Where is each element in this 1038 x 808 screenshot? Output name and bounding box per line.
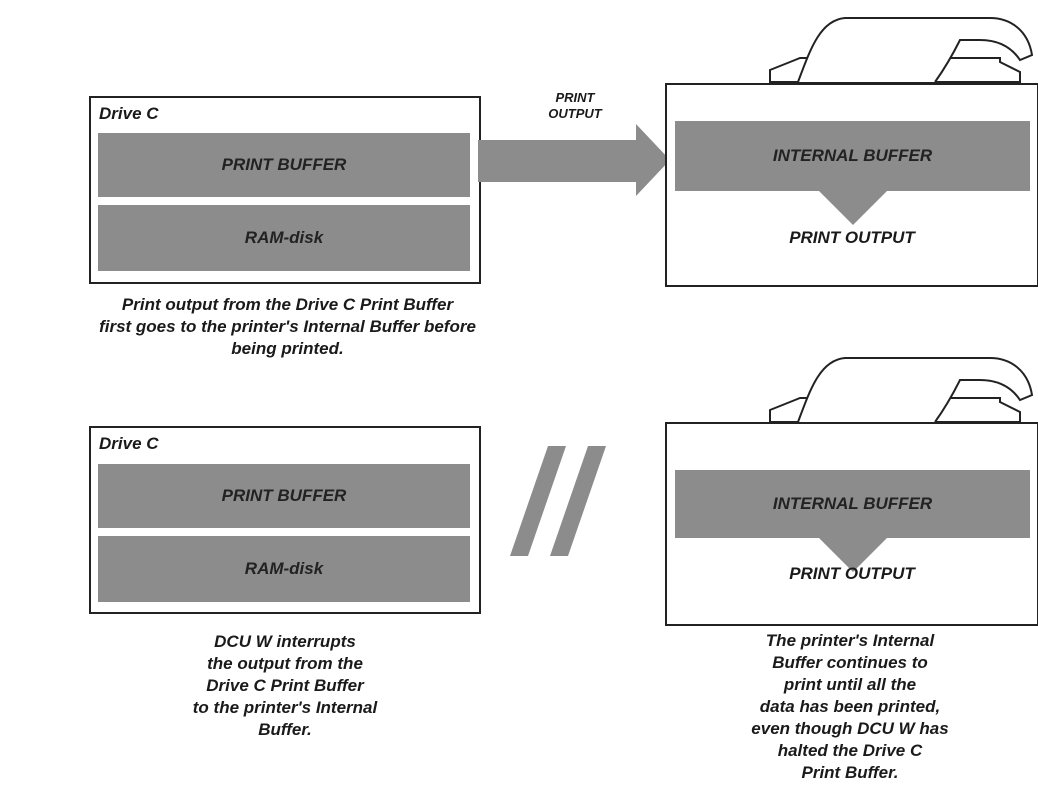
ram-disk-label: RAM-disk — [244, 559, 324, 578]
internal-buffer-label: INTERNAL BUFFER — [772, 494, 933, 513]
caption-line: being printed. — [231, 339, 344, 358]
arrow-label-line: OUTPUT — [548, 106, 602, 121]
caption-line: the output from the — [207, 654, 363, 673]
bottom-drive-c-box: Drive C PRINT BUFFER RAM-disk — [89, 426, 481, 614]
caption-line: Buffer continues to — [772, 653, 928, 672]
caption-line: halted the Drive C — [777, 741, 923, 760]
down-arrow-icon — [817, 189, 889, 225]
print-output-label: PRINT OUTPUT — [789, 228, 915, 247]
top-caption: Print output from the Drive C Print Buff… — [0, 294, 575, 360]
caption-line: to the printer's Internal — [192, 698, 378, 717]
printer-paper — [769, 357, 1034, 423]
caption-line: Print output from the Drive C Print Buff… — [121, 295, 454, 314]
top-drive-c-box: Drive C PRINT BUFFER RAM-disk — [89, 96, 481, 284]
down-arrow-icon — [817, 536, 889, 572]
bottom-right-caption: The printer's Internal Buffer continues … — [690, 630, 1010, 784]
print-output-label: PRINT OUTPUT — [789, 564, 915, 583]
caption-line: even though DCU W has — [751, 719, 949, 738]
print-buffer-label: PRINT BUFFER — [221, 155, 347, 174]
caption-line: data has been printed, — [759, 697, 941, 716]
bottom-printer-body: INTERNAL BUFFER PRINT OUTPUT — [665, 422, 1038, 626]
internal-buffer-label: INTERNAL BUFFER — [772, 146, 933, 165]
caption-line: Print Buffer. — [801, 763, 899, 782]
arrow-label: PRINT OUTPUT — [530, 90, 620, 122]
caption-line: DCU W interrupts — [214, 632, 356, 651]
caption-line: The printer's Internal — [765, 631, 935, 650]
arrow-shaft — [478, 140, 638, 182]
caption-line: Buffer. — [258, 720, 312, 739]
bottom-left-caption: DCU W interrupts the output from the Dri… — [120, 631, 450, 741]
caption-line: Drive C Print Buffer — [206, 676, 364, 695]
caption-line: print until all the — [783, 675, 917, 694]
drive-title: Drive C — [99, 104, 159, 123]
printer-paper — [769, 17, 1034, 83]
print-buffer-bar: PRINT BUFFER — [98, 133, 470, 197]
arrow-label-line: PRINT — [555, 90, 595, 105]
top-printer-body: INTERNAL BUFFER PRINT OUTPUT — [665, 83, 1038, 287]
caption-line: first goes to the printer's Internal Buf… — [99, 317, 476, 336]
print-buffer-bar: PRINT BUFFER — [98, 464, 470, 528]
ram-disk-label: RAM-disk — [244, 228, 324, 247]
drive-title: Drive C — [99, 434, 159, 453]
print-buffer-label: PRINT BUFFER — [221, 486, 347, 505]
arrow-head — [636, 124, 670, 196]
print-output-arrow — [478, 124, 670, 196]
ram-disk-bar: RAM-disk — [98, 205, 470, 271]
interrupt-slashes-icon — [510, 446, 606, 556]
internal-buffer-bar: INTERNAL BUFFER — [675, 470, 1030, 538]
internal-buffer-bar: INTERNAL BUFFER — [675, 121, 1030, 191]
ram-disk-bar: RAM-disk — [98, 536, 470, 602]
